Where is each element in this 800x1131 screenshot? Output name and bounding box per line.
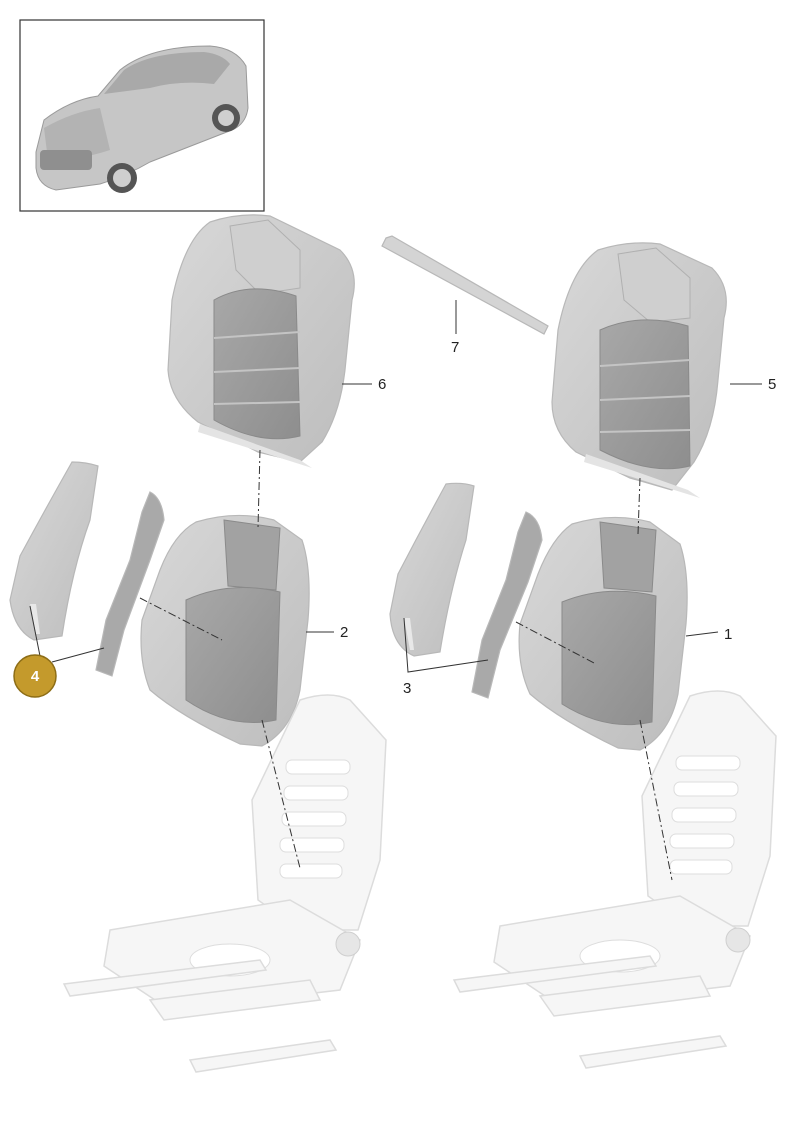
part-2-backrest-shell-left	[140, 514, 310, 747]
callout-7: 7	[451, 339, 459, 356]
seat-frame-right	[452, 690, 777, 1069]
part-1-backrest-shell-right	[518, 516, 688, 751]
vehicle-thumbnail	[19, 19, 265, 212]
part-side-trim-right	[471, 511, 543, 699]
part-7-trim-strip	[381, 235, 549, 335]
callout-3: 3	[403, 680, 411, 697]
callout-4: 4	[31, 668, 40, 685]
part-4-side-bolster-left	[9, 461, 99, 641]
callout-6: 6	[378, 376, 386, 393]
assembly-lines	[139, 449, 673, 881]
car-suv-icon	[35, 45, 249, 193]
leader-lines	[29, 300, 762, 673]
callout-2: 2	[340, 624, 348, 641]
part-5-backrest-cover-right	[551, 242, 727, 498]
part-6-backrest-cover-left	[167, 214, 355, 468]
callout-labels: 6 5 7 2 1 3	[340, 339, 776, 697]
callout-5: 5	[768, 376, 776, 393]
part-3-side-bolster-right	[389, 482, 475, 657]
part-side-trim-left	[95, 491, 165, 677]
seat-frame-left	[62, 694, 387, 1073]
callout-1: 1	[724, 626, 732, 643]
callout-4-badge[interactable]: 4	[13, 654, 57, 698]
